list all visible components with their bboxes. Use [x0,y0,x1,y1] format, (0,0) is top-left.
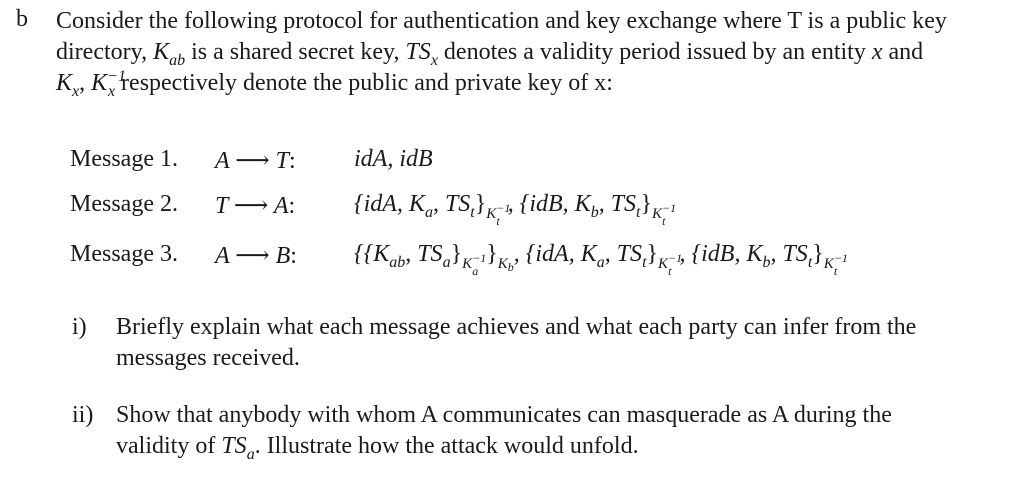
key-inner-subscript: t [668,264,672,278]
question-number: i) [72,314,87,340]
message-content: idA, idB [354,146,433,172]
key-inner-subscript: t [662,214,666,228]
message-route: A ⟶ T: [215,148,296,174]
question-text: Show that anybody with whom A communicat… [116,402,892,463]
key-inner-subscript: t [496,214,500,228]
message-route: T ⟶ A: [215,193,296,219]
message-content: {idA, Ka, TSt}K−1t, {idB, Kb, TSt}K−1t [354,191,677,228]
key-inner-subscript: t [833,264,838,278]
math-kab: Kab [153,39,186,69]
message-label: Message 1. [70,146,178,172]
math-tsa: TSa [221,433,255,463]
part-label: b [16,6,28,32]
key-inner-subscript: a [472,264,479,278]
math-kx-inverse: K−1x [91,68,126,100]
message-content: {{Kab, TSa}K−1a}Kb, {idA, Ka, TSt}K−1t, … [354,241,848,278]
question-number: ii) [72,402,94,428]
intro-paragraph: Consider the following protocol for auth… [56,8,947,100]
message-label: Message 2. [70,191,178,217]
math-kx: Kx [56,70,80,100]
message-label: Message 3. [70,241,178,267]
math-tsx: TSx [405,39,438,69]
question-text: Briefly explain what each message achiev… [116,314,917,371]
message-route: A ⟶ B: [215,243,297,269]
